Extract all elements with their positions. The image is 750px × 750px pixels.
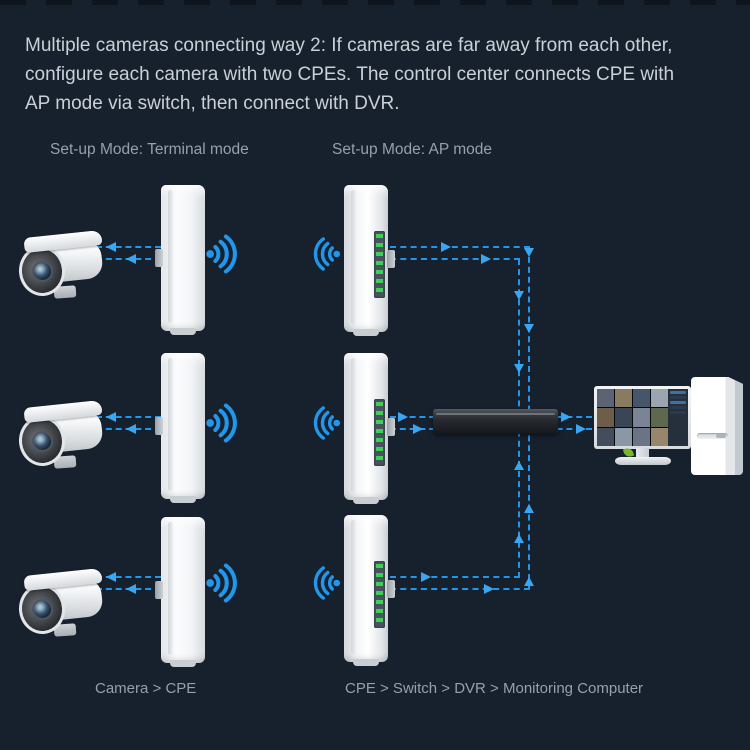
led-lights — [376, 563, 383, 626]
arrowhead-right-icon — [398, 412, 408, 422]
sidebar-bar — [670, 391, 686, 394]
cpe-led-panel — [374, 398, 385, 467]
monitor-stand-base — [615, 457, 671, 465]
cpe-ap-device — [344, 185, 395, 336]
cpe-ap-device — [344, 353, 395, 504]
monitor-stand-neck — [636, 448, 649, 458]
cpe-connector — [155, 581, 163, 599]
cctv-tile — [651, 427, 668, 446]
cpe-terminal-device — [155, 353, 205, 503]
cctv-tile — [651, 389, 668, 408]
arrowhead-down-icon — [514, 291, 524, 300]
cpe-connector — [387, 249, 395, 268]
cctv-tile — [633, 408, 650, 427]
cctv-camera — [14, 567, 106, 637]
arrowhead-up-icon — [514, 534, 524, 543]
cpe-ap-device — [344, 515, 395, 666]
ethernet-link-line — [390, 258, 520, 260]
cpe-connector — [155, 417, 163, 435]
arrowhead-right-icon — [413, 424, 423, 434]
cpe-led-panel — [374, 560, 385, 629]
wireless-link-line — [96, 416, 161, 418]
wifi-signal-icon — [313, 566, 341, 600]
monitor-screen — [597, 389, 688, 446]
arrowhead-left-icon — [106, 242, 116, 252]
arrowhead-left-icon — [106, 572, 116, 582]
cctv-tile — [597, 427, 614, 446]
monitor-sidebar — [668, 389, 688, 446]
cctv-tile — [615, 389, 632, 408]
header-line: AP mode via switch, then connect with DV… — [25, 93, 400, 114]
cctv-tile — [633, 389, 650, 408]
cpe-connector — [387, 579, 395, 598]
pc-tower — [691, 377, 743, 475]
arrowhead-down-icon — [514, 364, 524, 373]
wifi-signal-icon — [206, 403, 237, 443]
cctv-tile — [597, 389, 614, 408]
led-lights — [376, 233, 383, 296]
cpe-connector — [155, 249, 163, 267]
cctv-tile — [615, 408, 632, 427]
cctv-tile — [615, 427, 632, 446]
wifi-signal-icon — [206, 234, 237, 274]
cctv-camera — [14, 399, 106, 469]
monitor — [594, 386, 691, 449]
camera-lens — [31, 597, 55, 621]
arrowhead-left-icon — [126, 254, 136, 264]
arrowhead-up-icon — [524, 504, 534, 513]
arrowhead-up-icon — [524, 577, 534, 586]
ethernet-link-line — [390, 576, 520, 578]
wifi-signal-icon — [313, 237, 341, 271]
section-label-terminal-mode: Set-up Mode: Terminal mode — [50, 141, 249, 158]
wifi-signal-icon — [313, 406, 341, 440]
cctv-tile — [651, 408, 668, 427]
section-label-ap-mode: Set-up Mode: AP mode — [332, 141, 492, 158]
arrowhead-left-icon — [126, 424, 136, 434]
cpe-terminal-device — [155, 185, 205, 335]
header-line: Multiple cameras connecting way 2: If ca… — [25, 35, 673, 56]
led-lights — [376, 401, 383, 464]
wireless-link-line — [96, 246, 161, 248]
cpe-led-panel — [374, 230, 385, 299]
cpe-terminal-device — [155, 517, 205, 667]
arrowhead-down-icon — [524, 324, 534, 333]
network-switch-dvr — [433, 409, 558, 434]
header-paragraph: Multiple cameras connecting way 2: If ca… — [25, 31, 733, 118]
cctv-camera — [14, 229, 106, 299]
camera-lens — [31, 259, 55, 283]
arrowhead-right-icon — [576, 424, 586, 434]
arrowhead-right-icon — [481, 254, 491, 264]
arrowhead-right-icon — [441, 242, 451, 252]
sidebar-bar — [670, 411, 686, 414]
tower-drive-slot — [697, 433, 728, 439]
arrowhead-up-icon — [514, 461, 524, 470]
tower-latch — [716, 434, 726, 438]
camera-lens — [31, 429, 55, 453]
arrowhead-down-icon — [524, 248, 534, 257]
arrowhead-right-icon — [484, 584, 494, 594]
sidebar-bar — [670, 401, 686, 404]
wifi-signal-icon — [206, 563, 237, 603]
arrowhead-left-icon — [126, 584, 136, 594]
cctv-grid — [597, 389, 668, 446]
ethernet-link-line — [390, 246, 530, 248]
caption-terminal-flow: Camera > CPE — [95, 680, 197, 697]
ethernet-link-line — [390, 588, 530, 590]
arrowhead-right-icon — [421, 572, 431, 582]
wireless-link-line — [96, 576, 161, 578]
sidebar-bar — [670, 396, 686, 399]
arrowhead-right-icon — [561, 412, 571, 422]
cctv-tile — [597, 408, 614, 427]
arrowhead-left-icon — [106, 412, 116, 422]
sidebar-bar — [670, 406, 686, 409]
header-line: configure each camera with two CPEs. The… — [25, 64, 675, 85]
cpe-connector — [387, 417, 395, 436]
cctv-tile — [633, 427, 650, 446]
top-border-dashes — [0, 0, 750, 5]
caption-ap-flow: CPE > Switch > DVR > Monitoring Computer — [345, 680, 644, 697]
